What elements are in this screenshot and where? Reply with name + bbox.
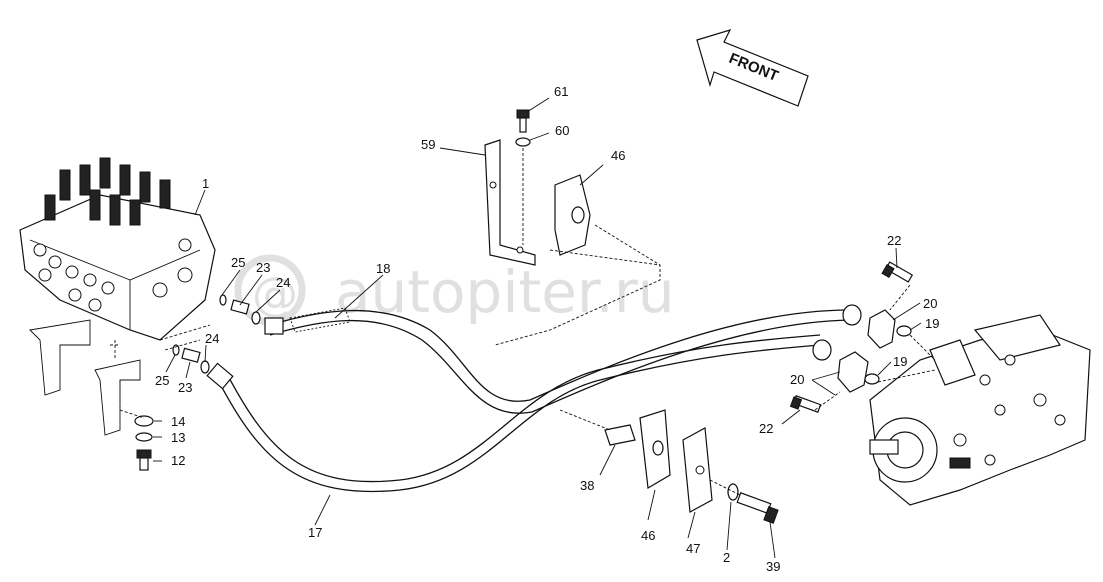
callout-60: 60 [555, 123, 569, 138]
callout-23-lower: 23 [178, 380, 192, 395]
callout-38: 38 [580, 478, 594, 493]
callout-20-lower: 20 [790, 372, 804, 387]
hydraulic-pump [869, 314, 1091, 506]
callout-46-lower: 46 [641, 528, 655, 543]
clamp-lower [559, 409, 779, 524]
hydraulic-hoses [206, 304, 862, 493]
callout-17: 17 [308, 525, 322, 540]
callout-25-upper: 25 [231, 255, 245, 270]
callout-1: 1 [202, 176, 209, 191]
callout-39: 39 [766, 559, 780, 574]
bolt-washer-stack [119, 380, 154, 471]
clamp-block-upper [554, 174, 591, 256]
callout-labels: 1 59 61 60 46 18 25 23 24 24 25 23 14 13… [155, 84, 939, 574]
callout-14: 14 [171, 414, 185, 429]
callout-19-upper: 19 [925, 316, 939, 331]
flange-fittings [789, 261, 936, 413]
front-arrow: FRONT [696, 29, 809, 107]
callout-25-lower: 25 [155, 373, 169, 388]
callout-23-upper: 23 [256, 260, 270, 275]
callout-20-upper: 20 [923, 296, 937, 311]
fittings-left [159, 294, 261, 374]
callout-24-upper: 24 [276, 275, 290, 290]
bracket-59 [484, 109, 536, 266]
callout-18: 18 [376, 261, 390, 276]
callout-19-lower: 19 [893, 354, 907, 369]
callout-12: 12 [171, 453, 185, 468]
callout-59: 59 [421, 137, 435, 152]
leader-lines [153, 97, 922, 559]
callout-46-upper: 46 [611, 148, 625, 163]
callout-22-lower: 22 [759, 421, 773, 436]
callout-24-lower: 24 [205, 331, 219, 346]
callout-13: 13 [171, 430, 185, 445]
callout-47: 47 [686, 541, 700, 556]
control-valve [19, 157, 216, 436]
callout-61: 61 [554, 84, 568, 99]
callout-22-upper: 22 [887, 233, 901, 248]
callout-2: 2 [723, 550, 730, 565]
